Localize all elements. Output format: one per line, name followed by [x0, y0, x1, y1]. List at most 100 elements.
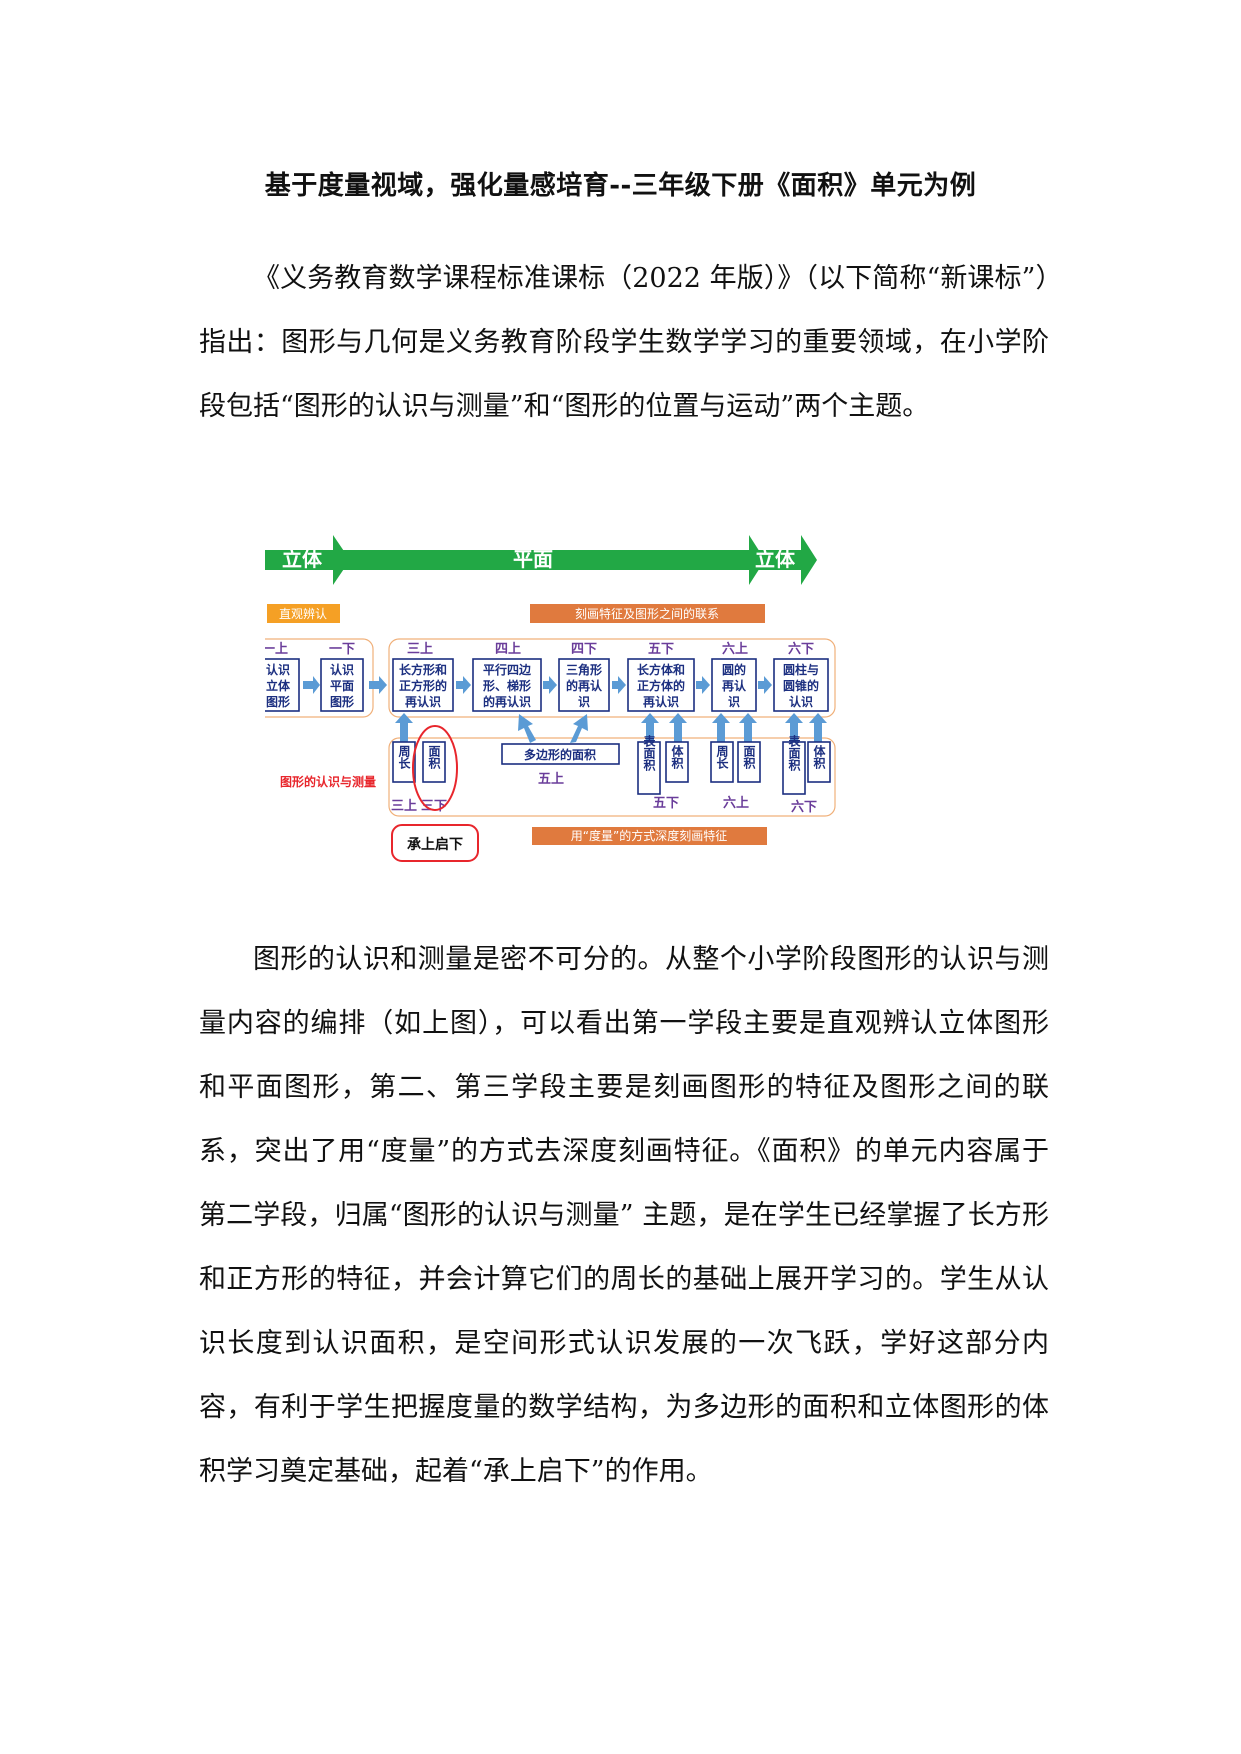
measure-box: [710, 741, 734, 783]
concept-text: 再认: [722, 678, 747, 693]
grade-label: 四下: [571, 642, 597, 657]
tag-intuitive-bg: [267, 604, 340, 623]
polygon-area-box: [501, 743, 620, 765]
tag-features: 刻画特征及图形之间的联系: [575, 606, 719, 621]
banner-arrow-right: [750, 535, 817, 585]
concept-text: 认识: [330, 662, 354, 677]
concept-text: 圆锥的: [783, 678, 819, 693]
up-arrow: [785, 713, 803, 742]
banner-label-right: 立体: [755, 547, 796, 571]
concept-box: [392, 658, 454, 712]
paragraph-intro: 《义务教育数学课程标准课标（2022 年版）》（以下简称“新课标”）指出：图形与…: [199, 247, 1049, 439]
concept-text: 识: [728, 695, 740, 709]
bridge-label-box: [391, 824, 479, 862]
grade-label: 三上: [407, 642, 433, 657]
panel-grade3-6: [388, 638, 836, 718]
tag-measure-bg: [532, 827, 767, 845]
paragraph-1-text: 《义务教育数学课程标准课标（2022 年版）》（以下简称“新课标”）指出：图形与…: [199, 263, 1049, 422]
grade-label: 六下: [791, 799, 817, 815]
concept-text: 再认识: [405, 694, 441, 709]
concept-text: 圆柱与: [783, 662, 819, 677]
grade-label: 一上: [265, 642, 288, 657]
measure-text: 表面积: [787, 734, 801, 772]
measure-box: [782, 741, 806, 795]
horizontal-arrows: [303, 676, 772, 694]
grade-label: 六下: [788, 641, 814, 657]
right-arrow: [303, 676, 320, 694]
grade-label: 三上: [391, 799, 417, 814]
grade-label: 五下: [648, 642, 674, 657]
concept-text: 平面: [330, 679, 354, 693]
grade-labels-top: 一上 一下 三上 四上 四下 五下 六上 六下: [262, 641, 814, 657]
grade-label: 六上: [723, 795, 749, 811]
concept-box: [558, 658, 610, 712]
concept-text: 识: [578, 695, 590, 709]
diagonal-arrow: [518, 714, 536, 743]
up-arrow: [809, 713, 827, 742]
measure-boxes: [392, 741, 831, 795]
up-arrow: [395, 713, 413, 742]
concept-text: 图形: [266, 695, 290, 709]
polygon-area-text: 多边形的面积: [524, 747, 596, 762]
tag-intuitive: 直观辨认: [279, 607, 327, 621]
concept-box: [773, 658, 829, 712]
measure-box: [637, 741, 661, 795]
concept-text: 圆的: [722, 662, 746, 677]
concept-text: 三角形: [566, 662, 602, 677]
concept-text: 立体: [266, 678, 291, 693]
concept-text: 认识: [266, 662, 290, 677]
concept-text: 长方形和: [399, 662, 447, 677]
grade-label: 四上: [495, 642, 521, 657]
measure-box: [665, 741, 689, 783]
measure-text: 面积: [427, 745, 441, 770]
grade-label: 五下: [653, 796, 679, 811]
paragraph-2-text: 图形的认识和测量是密不可分的。从整个小学阶段图形的认识与测量内容的编排（如上图）…: [199, 944, 1049, 1487]
grade-labels-bottom: 三上 三下 五上 五下 六上 六下: [391, 772, 817, 815]
concept-text: 长方体和: [637, 662, 685, 677]
concept-text: 正方形的: [399, 678, 447, 693]
document-title: 基于度量视域，强化量感培育--三年级下册《面积》单元为例: [264, 171, 977, 201]
banner-label-left: 立体: [282, 547, 323, 571]
measure-text: 面积: [742, 745, 756, 770]
diagonal-arrow: [570, 714, 588, 743]
concept-text: 形、梯形: [483, 678, 531, 693]
concept-text: 的再认识: [483, 694, 531, 709]
panel-measurement: [388, 737, 836, 817]
tag-features-bg: [530, 604, 765, 623]
right-arrow: [369, 676, 387, 694]
banner-label-center: 平面: [513, 547, 553, 571]
concept-text: 正方体的: [637, 678, 685, 693]
vertical-arrows: [395, 713, 827, 743]
concept-box-texts: 认识 立体 图形 认识 平面 图形 长方形和 正方形的 再认识 平行四边 形、梯…: [266, 662, 819, 709]
concept-box: [711, 658, 757, 712]
measure-box: [392, 741, 416, 783]
right-arrow: [612, 676, 626, 694]
measure-text: 体积: [670, 744, 684, 770]
measure-box-texts: 周长 面积 表面积 体积 周长 面积 表面积 体积 多边形的面积: [397, 734, 826, 772]
content-structure-figure: 立体 平面 立体 直观辨认 刻画特征及图形之间的联系 一上 一下 三上 四上 四…: [247, 535, 945, 907]
concept-text: 平行四边: [483, 662, 532, 677]
tag-measure: 用“度量”的方式深度刻画特征: [571, 828, 727, 843]
structure-diagram: 立体 平面 立体 直观辨认 刻画特征及图形之间的联系 一上 一下 三上 四上 四…: [247, 535, 836, 862]
measure-text: 周长: [397, 745, 411, 770]
grade-label: 三下: [421, 799, 447, 814]
concept-box: [320, 658, 364, 712]
measure-box: [422, 741, 446, 783]
right-arrow: [696, 676, 710, 694]
paragraph-analysis: 图形的认识和测量是密不可分的。从整个小学阶段图形的认识与测量内容的编排（如上图）…: [199, 928, 1049, 1504]
side-label: 图形的认识与测量: [280, 774, 376, 789]
up-arrow: [712, 713, 730, 742]
grade-label: 六上: [722, 641, 748, 657]
up-arrow: [669, 713, 687, 742]
grade-label: 五上: [538, 772, 564, 787]
measure-box: [737, 741, 761, 783]
concept-text: 再认识: [643, 694, 679, 709]
measure-box: [807, 741, 831, 783]
measure-text: 周长: [715, 745, 729, 770]
right-arrow: [543, 676, 557, 694]
up-arrow: [739, 713, 757, 742]
bridge-label: 承上启下: [407, 836, 463, 853]
measure-text: 表面积: [642, 734, 656, 772]
up-arrow: [641, 713, 659, 742]
concept-boxes: [256, 658, 829, 712]
